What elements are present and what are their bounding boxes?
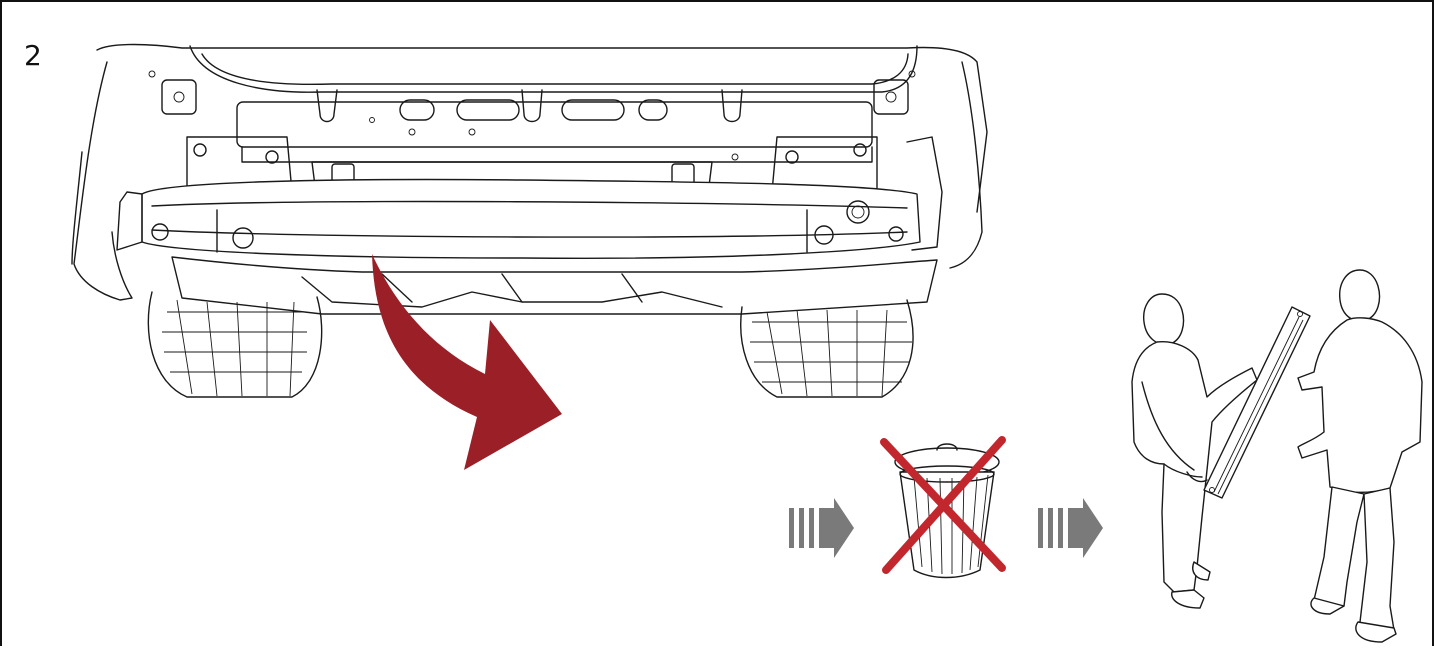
flow-arrow-icon bbox=[789, 498, 854, 558]
curved-arrow-icon bbox=[372, 254, 562, 470]
vehicle-rear-illustration bbox=[71, 43, 988, 398]
two-people-holding-beam-icon bbox=[1131, 269, 1423, 643]
step-number: 2 bbox=[24, 39, 42, 72]
flow-arrow-icon bbox=[1038, 498, 1103, 558]
crossed-trash-can-icon bbox=[880, 436, 1006, 579]
